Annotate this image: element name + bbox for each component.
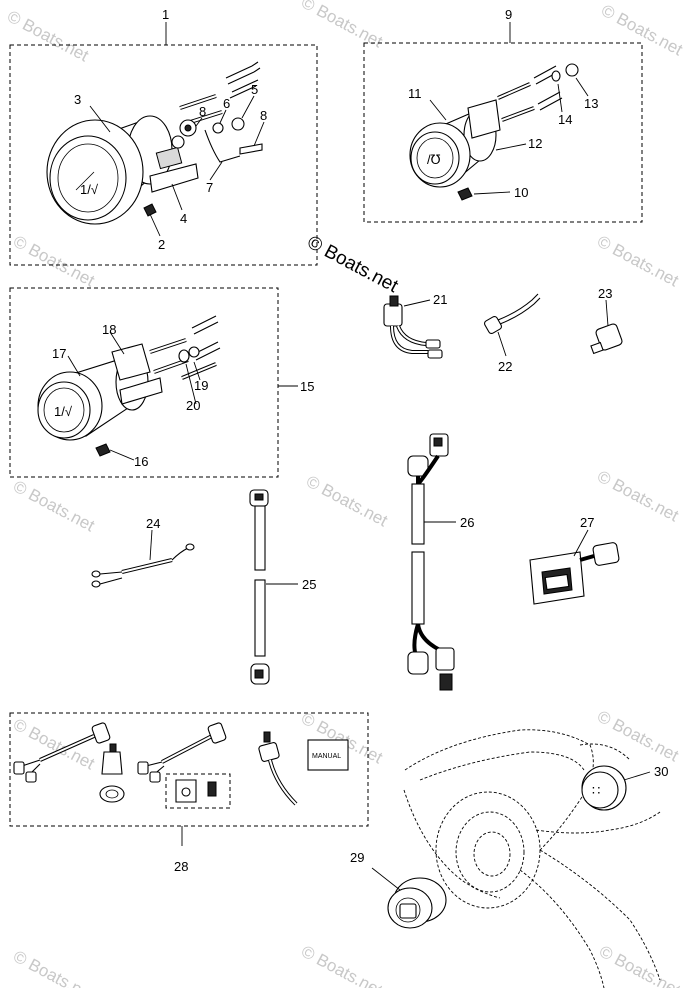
kit-28-subgroup	[165, 773, 231, 809]
callout-12: 12	[528, 136, 542, 151]
callout-6: 6	[223, 96, 230, 111]
callout-26: 26	[460, 515, 474, 530]
watermark-tile: © Boats.net	[594, 232, 682, 291]
watermark-tile: © Boats.net	[298, 0, 386, 51]
callout-10: 10	[514, 185, 528, 200]
manual-label: MANUAL	[312, 753, 341, 760]
small-gauge-bulb	[95, 443, 111, 457]
callout-15: 15	[300, 379, 314, 394]
part-24-wire-harness	[91, 529, 195, 588]
watermark-main: © Boats.net	[304, 232, 402, 298]
watermark-tile: © Boats.net	[10, 947, 98, 988]
kit-9-boundary	[363, 42, 643, 223]
watermark-tile: © Boats.net	[10, 232, 98, 291]
callout-2: 2	[158, 237, 165, 252]
kit-9-trim-gauge: /℧	[363, 22, 643, 223]
callout-28: 28	[174, 859, 188, 874]
callout-4: 4	[180, 211, 187, 226]
callout-3: 3	[74, 92, 81, 107]
watermark-tile: © Boats.net	[303, 472, 391, 531]
part-26-extension-harness	[407, 433, 456, 691]
watermark-tile: © Boats.net	[598, 1, 685, 60]
callout-8b: 8	[260, 108, 267, 123]
watermark-tile: © Boats.net	[4, 7, 92, 66]
trim-nut-13	[565, 63, 579, 77]
small-gauge-harness	[149, 315, 221, 380]
callout-labels: 1 2 3 4 5 6 7 8 8 9 10 11 12 13 14 15 16…	[52, 7, 668, 874]
part-22-sender-lead	[483, 293, 541, 357]
callout-24: 24	[146, 516, 160, 531]
callout-14: 14	[558, 112, 572, 127]
tachometer-gauge: 1/√	[46, 115, 199, 225]
trim-bulb-10	[457, 187, 473, 201]
kit-28-accessory: MANUAL	[9, 712, 369, 846]
svg-text:∷: ∷	[592, 783, 600, 798]
kit-15-gauge: 1/√	[9, 287, 298, 478]
callout-1: 1	[162, 7, 169, 22]
watermark-tile: © Boats.net	[594, 707, 682, 766]
part-23-plug	[590, 299, 623, 355]
callout-21: 21	[433, 292, 447, 307]
callout-13: 13	[584, 96, 598, 111]
owners-manual	[307, 739, 349, 771]
callout-19: 19	[194, 378, 208, 393]
callout-11: 11	[408, 86, 422, 101]
callout-22: 22	[498, 359, 512, 374]
callout-23: 23	[598, 286, 612, 301]
callout-8a: 8	[199, 104, 206, 119]
kit-1-tachometer: 1/√	[9, 22, 318, 266]
callout-18: 18	[102, 322, 116, 337]
kit-28-boundary	[9, 712, 369, 827]
part-27-panel-connector	[529, 529, 620, 605]
gauge-face-mark: 1/√	[80, 182, 99, 197]
propeller-outline	[403, 729, 661, 988]
callout-7: 7	[206, 180, 213, 195]
callout-30: 30	[654, 764, 668, 779]
watermark-tile: © Boats.net	[594, 467, 682, 526]
kit-15-boundary	[9, 287, 279, 478]
kit-1-boundary	[9, 44, 318, 266]
callout-20: 20	[186, 398, 200, 413]
watermark-tile: © Boats.net	[298, 942, 386, 988]
part-25-long-cable	[249, 489, 298, 685]
watermark-tile: © Boats.net	[10, 477, 98, 536]
part-21-switch-harness	[383, 295, 443, 359]
part-29-hub-kit	[371, 867, 447, 929]
callout-25: 25	[302, 577, 316, 592]
part-30-hub-cap: ∷	[581, 765, 651, 811]
watermark-tile: © Boats.net	[596, 942, 684, 988]
trim-gauge: /℧	[409, 99, 501, 188]
trim-washer-14	[551, 70, 561, 82]
tach-wire-harness	[179, 61, 261, 126]
callout-16: 16	[134, 454, 148, 469]
callout-27: 27	[580, 515, 594, 530]
callout-17: 17	[52, 346, 66, 361]
callout-29: 29	[350, 850, 364, 865]
callout-9: 9	[505, 7, 512, 22]
svg-text:/℧: /℧	[427, 152, 441, 167]
svg-text:1/√: 1/√	[54, 404, 73, 419]
callout-5: 5	[251, 82, 258, 97]
tach-hardware	[143, 117, 263, 217]
